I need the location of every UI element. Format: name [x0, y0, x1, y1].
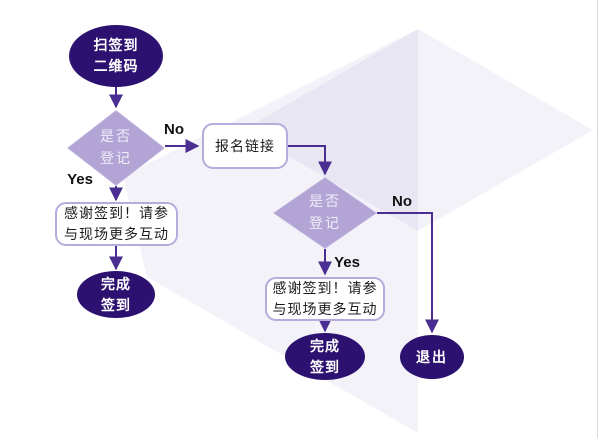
end-node-done-1: 完成 签到 — [77, 271, 155, 318]
edge-decision2-no-to-exit — [377, 212, 439, 334]
background-diamond-left — [123, 29, 418, 433]
screenshot-right-border — [597, 0, 598, 438]
end-node-done-2: 完成 签到 — [285, 333, 365, 380]
edge-label-yes-1: Yes — [67, 171, 93, 188]
process-node-signup-link: 报名链接 — [202, 123, 288, 169]
start-node-scan-qr: 扫签到 二维码 — [69, 25, 163, 87]
process-node-thanks-2: 感谢签到！请参 与现场更多互动 — [265, 277, 385, 321]
process-node-thanks-1: 感谢签到！请参 与现场更多互动 — [55, 202, 178, 246]
edge-label-no-1: No — [164, 121, 184, 138]
end-node-exit: 退出 — [400, 335, 464, 379]
edge-signup-to-decision2 — [288, 145, 332, 176]
edge-label-yes-2: Yes — [334, 254, 360, 271]
background-diamond-right — [243, 29, 593, 231]
edge-label-no-2: No — [392, 193, 412, 210]
